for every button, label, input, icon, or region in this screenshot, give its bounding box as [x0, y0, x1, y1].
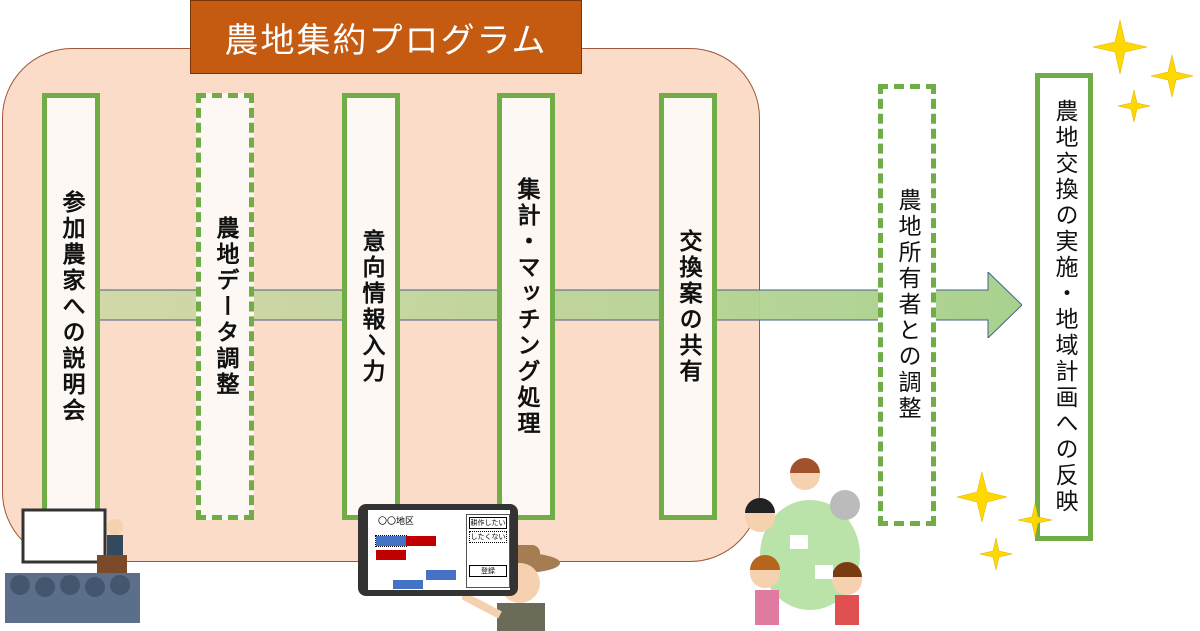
want-button[interactable]: 耕作したい	[469, 517, 507, 529]
program-title: 農地集約プログラム	[190, 0, 582, 74]
sparkle-icons	[956, 20, 1194, 571]
step-briefing: 参加農家への説明会	[42, 93, 100, 520]
step-data-adjust: 農地データ調整	[196, 93, 254, 520]
meeting-illustration	[745, 458, 862, 625]
step-share: 交換案の共有	[659, 93, 717, 520]
step-intent-input: 意向情報入力	[342, 93, 400, 520]
register-button[interactable]: 登録	[469, 565, 507, 577]
result-box: 農地交換の実施・地域計画への反映	[1035, 73, 1093, 541]
tablet-illustration: 〇〇地区 耕作したい したくない 登録	[358, 504, 518, 596]
presentation-illustration	[5, 508, 140, 623]
step-matching: 集計・マッチング処理	[497, 93, 555, 520]
nowant-button[interactable]: したくない	[469, 531, 507, 543]
tablet-area-label: 〇〇地区	[378, 517, 415, 527]
owner-adjust: 農地所有者との調整	[878, 84, 936, 526]
